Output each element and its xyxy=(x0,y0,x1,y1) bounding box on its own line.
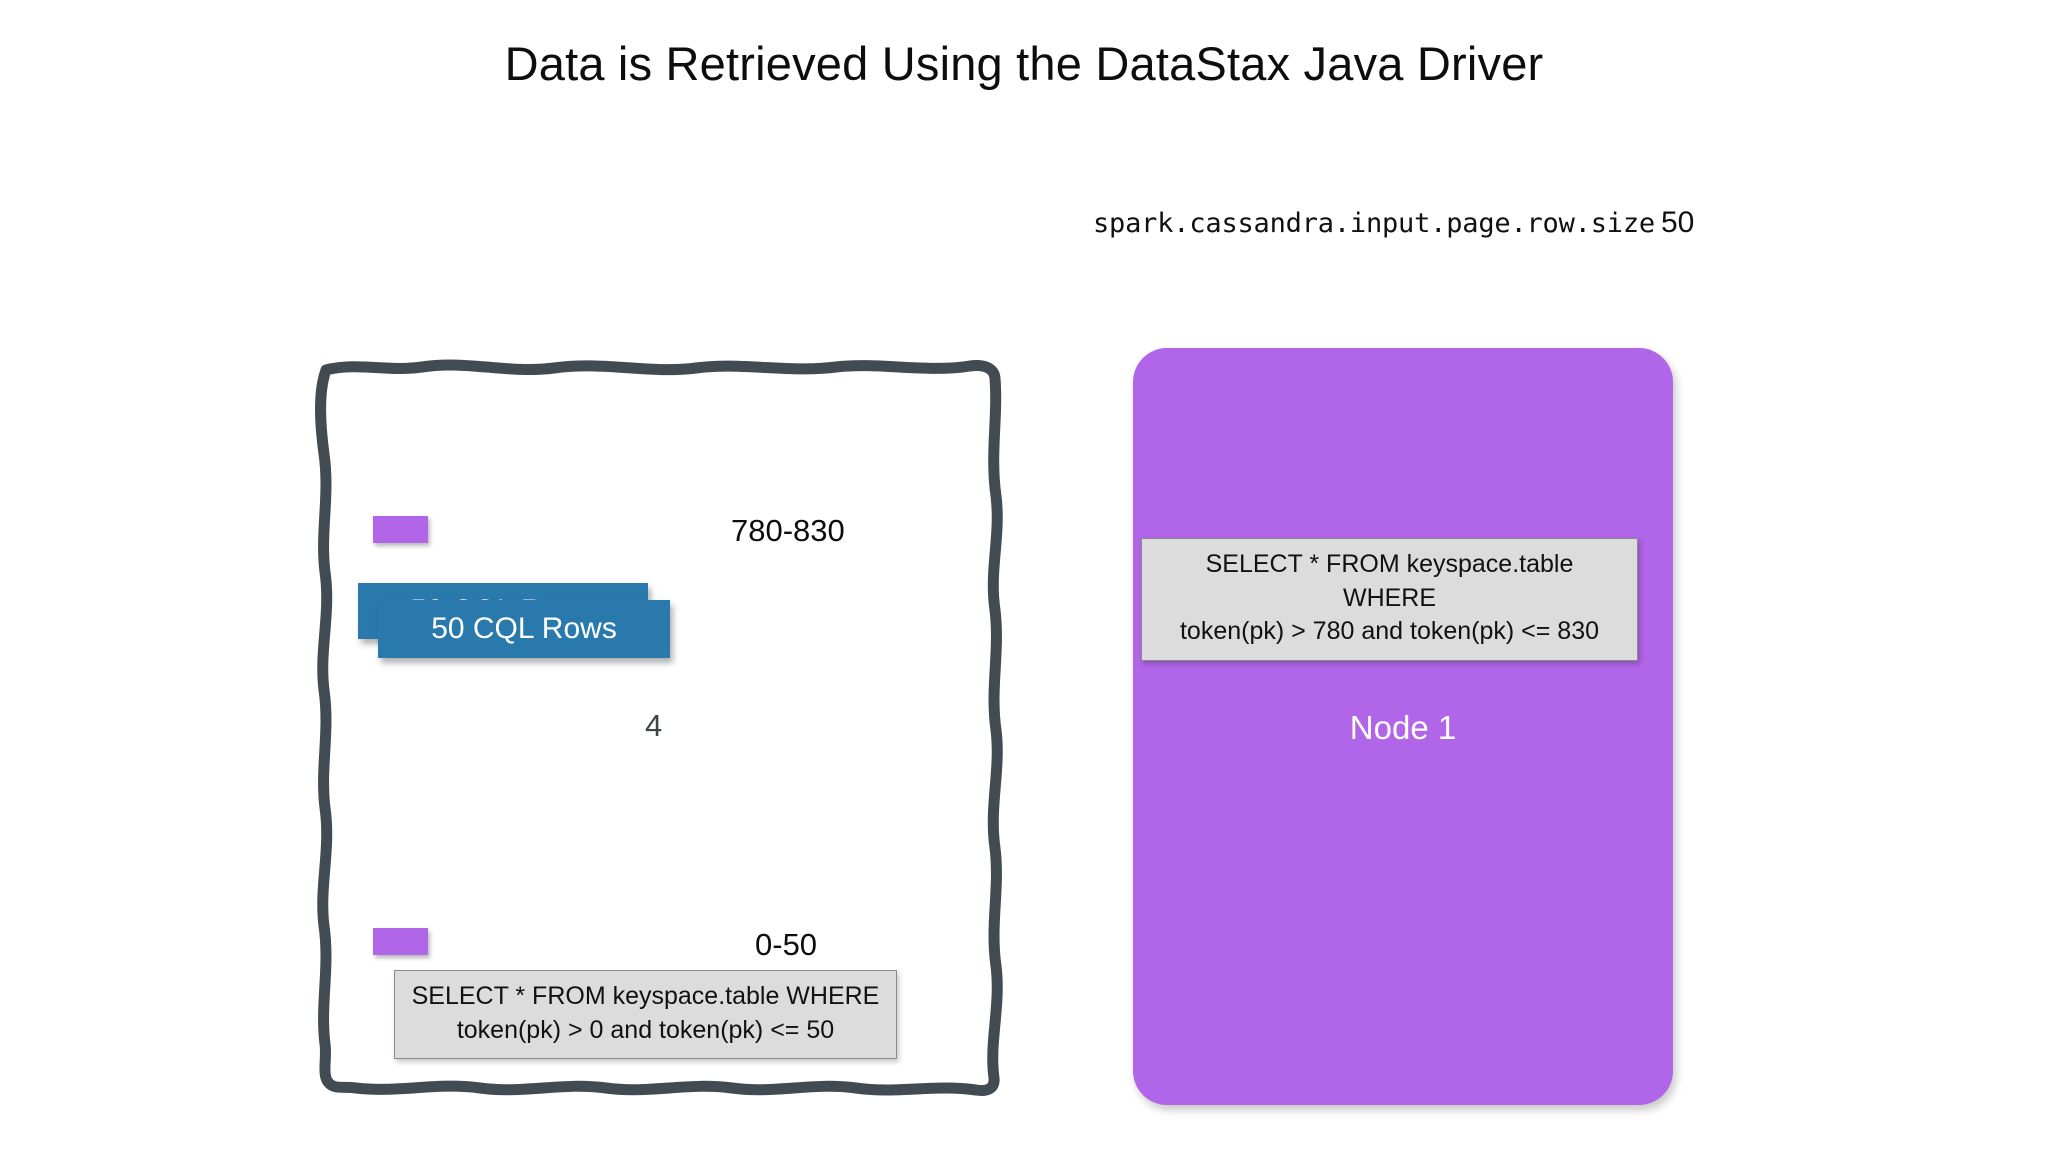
hand-drawn-border-icon xyxy=(315,359,1003,1096)
page-title: Data is Retrieved Using the DataStax Jav… xyxy=(504,37,1544,90)
cassandra-node-box xyxy=(1133,348,1673,1105)
driver-query-line-1: SELECT * FROM keyspace.table WHERE xyxy=(411,982,880,1010)
cql-rows-card-front: 50 CQL Rows xyxy=(378,600,670,658)
node-query-callout: SELECT * FROM keyspace.table WHERE token… xyxy=(1141,538,1638,661)
token-range-chip-bottom xyxy=(373,928,428,955)
cassandra-node-label: Node 1 xyxy=(1349,709,1457,746)
node-query-line-1: SELECT * FROM keyspace.table WHERE xyxy=(1205,550,1574,612)
node-query-line-2: token(pk) > 780 and token(pk) <= 830 xyxy=(1179,617,1600,645)
driver-query-callout: SELECT * FROM keyspace.table WHERE token… xyxy=(394,970,897,1059)
token-range-chip-top xyxy=(373,516,428,543)
token-range-label-top: 780-830 xyxy=(731,513,845,548)
spark-config-value: 50 xyxy=(1660,206,1695,239)
token-range-label-bottom: 0-50 xyxy=(755,927,818,962)
spark-config-key: spark.cassandra.input.page.row.size xyxy=(1093,208,1655,239)
driver-query-line-2: token(pk) > 0 and token(pk) <= 50 xyxy=(456,1015,835,1044)
driver-box xyxy=(315,358,1003,1096)
page-count-label: 4 xyxy=(645,708,663,743)
